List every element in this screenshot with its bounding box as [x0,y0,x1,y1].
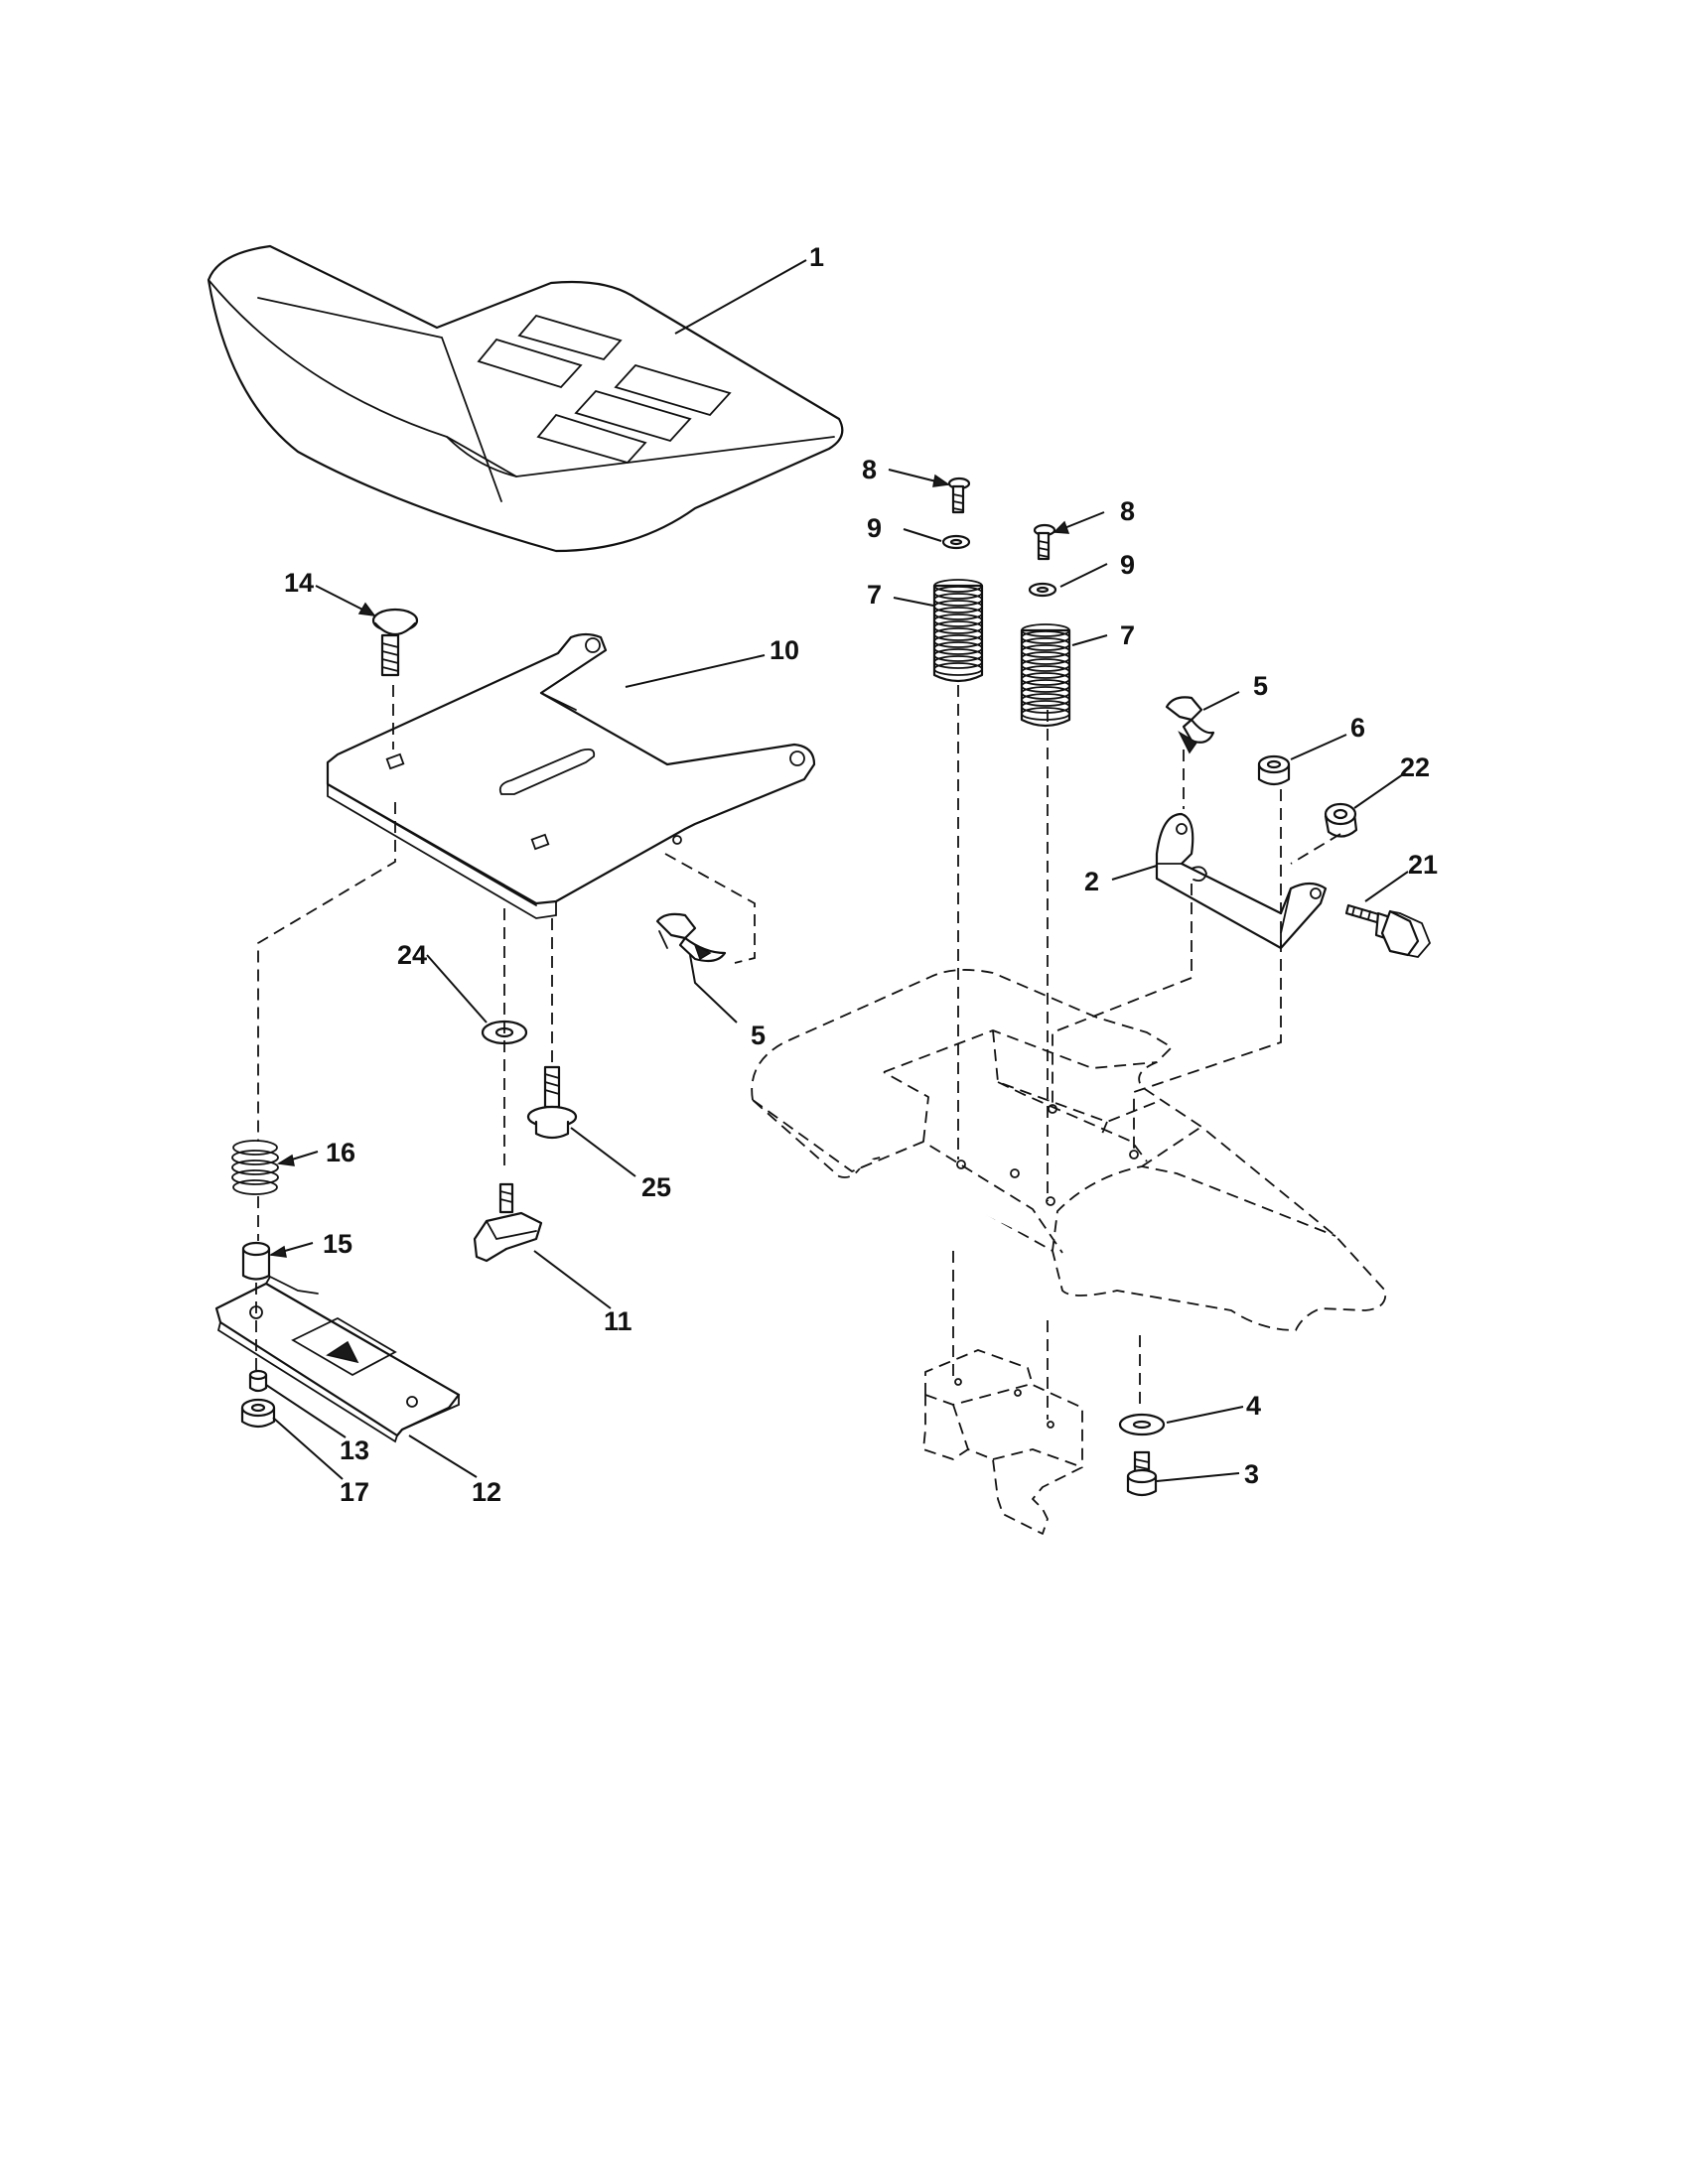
spring-upper-left [932,579,984,683]
wing-knob [473,1182,543,1263]
callout-25: 25 [641,1172,671,1202]
clip-left [655,912,727,963]
callout-11: 11 [604,1306,632,1336]
callout-1: 1 [809,242,824,272]
clip-right [1165,696,1215,754]
callout-7-left: 7 [867,580,882,610]
hex-bolt-lower [1126,1450,1158,1497]
spacer-nut [248,1369,268,1393]
callout-22: 22 [1400,752,1430,782]
callout-13: 13 [340,1435,369,1465]
callout-3: 3 [1244,1459,1259,1489]
carriage-bolt [371,608,419,677]
callout-14: 14 [284,568,314,598]
spring-lower [231,1140,279,1195]
assembly-center-lines [255,685,1341,1420]
callout-4: 4 [1246,1391,1261,1421]
callout-7-right: 7 [1120,620,1135,650]
callout-17: 17 [340,1477,369,1507]
pivot-bolt [1344,903,1432,958]
seat [207,244,844,553]
callout-24: 24 [397,940,427,970]
callout-labels: 1 10 14 5 24 25 16 15 11 13 17 12 8 9 7 … [284,242,1438,1507]
callout-8-right: 8 [1120,496,1135,526]
callout-12: 12 [472,1477,501,1507]
callout-5-left: 5 [751,1021,766,1050]
washer-upper-left [941,534,971,550]
callout-5-right: 5 [1253,671,1268,701]
adjustment-bracket [214,1275,461,1443]
shoulder-bolt [526,1065,578,1140]
washer-upper-right [1028,582,1057,598]
seat-pan [326,632,816,919]
washer-lower [1118,1413,1166,1436]
bolt-right [1033,523,1056,561]
tractor-frame-outline [751,969,1387,1535]
flange-nut [1324,802,1358,838]
hex-nut [1257,754,1291,786]
spring-upper-right [1020,623,1071,728]
callout-15: 15 [323,1229,352,1259]
callout-2: 2 [1084,867,1099,896]
callout-8-left: 8 [862,455,877,484]
callout-6: 6 [1350,713,1365,743]
callout-21: 21 [1408,850,1438,880]
callout-16: 16 [326,1138,355,1167]
leader-lines [265,259,1409,1482]
bolt-left [947,477,971,514]
callout-9-right: 9 [1120,550,1135,580]
callout-10: 10 [770,635,799,665]
pivot-bracket [1155,812,1328,950]
callout-9-left: 9 [867,513,882,543]
spacer [241,1241,271,1281]
lock-nut [240,1398,276,1429]
seat-pad-pattern [477,314,732,465]
